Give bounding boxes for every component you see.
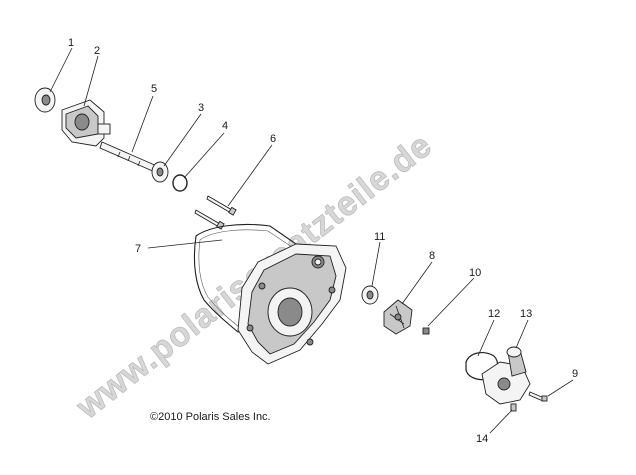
callout-11: 11 <box>374 231 385 243</box>
callout-9: 9 <box>572 368 578 380</box>
leader-1 <box>49 47 73 93</box>
part-6-bolts <box>194 195 237 230</box>
leader-2 <box>83 55 99 107</box>
callout-5: 5 <box>151 83 157 95</box>
callout-13: 13 <box>520 308 532 320</box>
leader-13 <box>515 319 529 349</box>
part-13-pump-cover <box>481 346 531 405</box>
callout-1: 1 <box>68 37 74 49</box>
callout-14: 14 <box>476 433 488 445</box>
leader-9 <box>547 379 574 397</box>
callout-7: 7 <box>135 243 141 255</box>
callout-2: 2 <box>94 45 100 57</box>
callout-6: 6 <box>270 133 276 145</box>
leader-8 <box>401 261 433 305</box>
leader-14 <box>489 409 513 434</box>
part-9-bolt <box>528 391 548 402</box>
callout-10: 10 <box>469 267 481 279</box>
callout-12: 12 <box>488 308 500 320</box>
copyright-text: ©2010 Polaris Sales Inc. <box>150 411 271 423</box>
crankcase-cover <box>237 243 347 365</box>
leader-7 <box>147 239 223 249</box>
leader-5 <box>131 95 154 153</box>
part-2-pump-housing <box>61 99 111 147</box>
leader-11 <box>371 241 381 287</box>
leader-4 <box>183 132 225 179</box>
leader-lines <box>49 47 574 434</box>
part-14-bolt <box>510 403 517 412</box>
part-11-seal <box>361 285 379 305</box>
part-10-plug <box>422 327 430 335</box>
callout-4: 4 <box>222 120 228 132</box>
leader-6 <box>227 144 273 207</box>
part-5-shaft <box>99 141 167 177</box>
callouts: 1 2 5 3 4 6 7 11 8 10 12 13 9 14 <box>68 37 578 445</box>
part-1-seal <box>34 87 56 113</box>
callout-3: 3 <box>198 102 204 114</box>
leader-10 <box>427 277 475 327</box>
part-4-retaining-ring <box>172 174 188 192</box>
leader-3 <box>163 113 202 167</box>
part-3-bearing <box>151 161 169 183</box>
part-8-impeller <box>383 299 413 335</box>
callout-8: 8 <box>429 250 435 262</box>
leader-12 <box>477 319 495 357</box>
